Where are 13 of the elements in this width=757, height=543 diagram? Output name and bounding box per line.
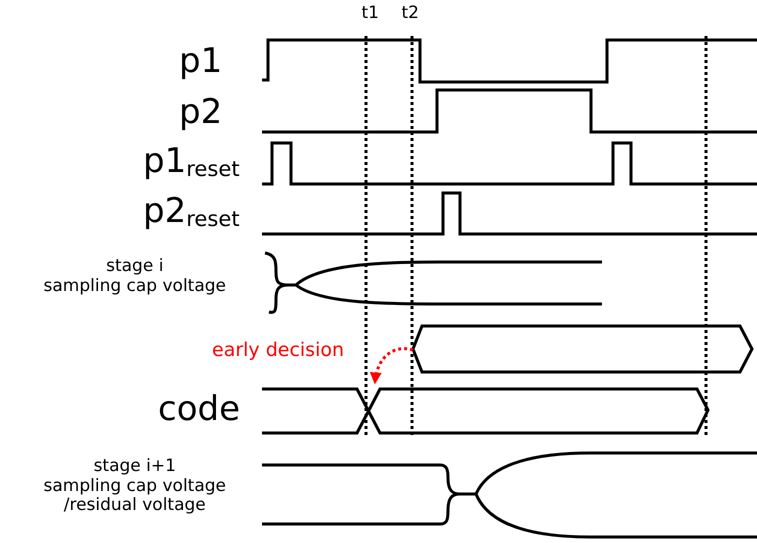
signal-label: p2 xyxy=(179,93,222,132)
signal-label: stage i+1 sampling cap voltage /residual voltage xyxy=(44,457,226,516)
signal-label: p1 xyxy=(179,42,222,82)
signal-label: p1$_{reset}$ xyxy=(143,142,240,182)
arrow xyxy=(370,347,414,384)
signal-label: stage i sampling cap voltage xyxy=(44,257,226,296)
signal-label: p2$_{reset}$ xyxy=(143,192,240,232)
signal-label: code xyxy=(158,390,240,430)
time-marker-label: t2 xyxy=(402,4,419,24)
time-marker-label: t1 xyxy=(362,4,379,24)
edge-label: early decision xyxy=(212,340,344,362)
code-waveform xyxy=(262,388,710,434)
data-bus-shape xyxy=(411,324,754,374)
